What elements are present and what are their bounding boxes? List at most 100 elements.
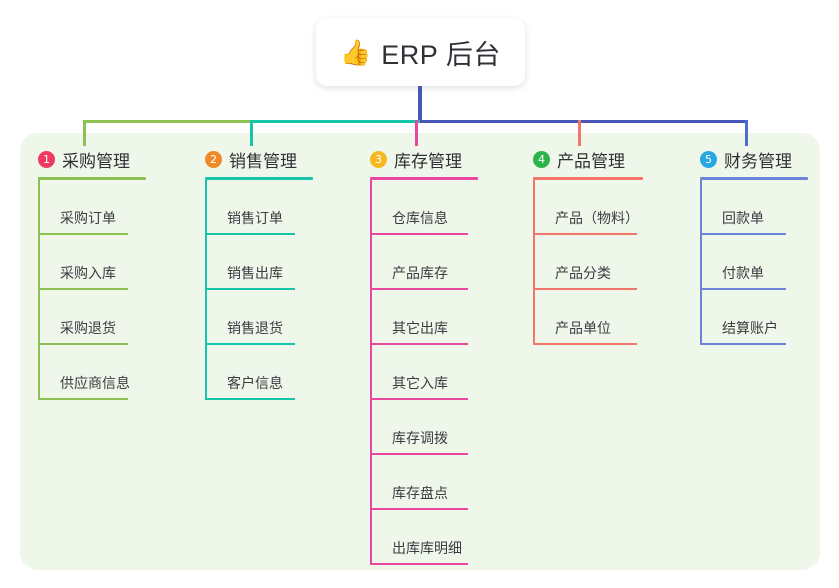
- branch-item-list: 采购订单采购入库采购退货供应商信息: [38, 180, 146, 400]
- branch-item-underline: [205, 343, 295, 345]
- branch-item-label: 产品库存: [392, 265, 448, 281]
- drop-connector-4: [578, 120, 581, 146]
- trunk-segment-1: [83, 120, 250, 123]
- branch-item[interactable]: 付款单: [700, 235, 808, 290]
- branch-item-list: 产品（物料） 产品分类产品单位: [533, 180, 643, 345]
- branch-item-underline: [533, 343, 637, 345]
- branch-item-underline: [700, 343, 786, 345]
- branch-header-underline: [370, 177, 478, 180]
- branch-spine: [205, 180, 207, 400]
- branch-item[interactable]: 其它出库: [370, 290, 478, 345]
- branch-item[interactable]: 客户信息: [205, 345, 313, 400]
- branch-item-underline: [700, 288, 786, 290]
- branch-item-list: 回款单付款单结算账户: [700, 180, 808, 345]
- branch-header-underline: [205, 177, 313, 180]
- branch-item-underline: [205, 398, 295, 400]
- branch-item-label: 产品分类: [555, 265, 611, 281]
- branch-item-underline: [370, 563, 468, 565]
- branch-item[interactable]: 结算账户: [700, 290, 808, 345]
- branch-item-underline: [205, 233, 295, 235]
- branch-title: 销售管理: [229, 151, 297, 171]
- branch-header-2[interactable]: 2 销售管理: [205, 146, 313, 172]
- branch-title: 产品管理: [557, 151, 625, 171]
- branch-header-4[interactable]: 4 产品管理: [533, 146, 643, 172]
- branch-item-label: 结算账户: [722, 320, 778, 336]
- branch-spine: [370, 180, 372, 565]
- branch-item-label: 采购订单: [60, 210, 116, 226]
- branch-header-underline: [700, 177, 808, 180]
- trunk-segment-2: [250, 120, 420, 123]
- branch-item-underline: [38, 233, 128, 235]
- branch-column-5: 5 财务管理回款单付款单结算账户: [700, 146, 808, 345]
- branch-item-label: 销售出库: [227, 265, 283, 281]
- branch-number-badge: 3: [370, 150, 387, 168]
- branch-item-underline: [205, 288, 295, 290]
- drop-connector-5: [745, 120, 748, 146]
- branch-item-label: 供应商信息: [60, 375, 130, 391]
- branch-item[interactable]: 库存调拨: [370, 400, 478, 455]
- branch-item-underline: [533, 288, 637, 290]
- branch-item-underline: [700, 233, 786, 235]
- branch-item[interactable]: 产品分类: [533, 235, 643, 290]
- branch-spine: [533, 180, 535, 345]
- branch-item-label: 销售退货: [227, 320, 283, 336]
- branch-item[interactable]: 采购订单: [38, 180, 146, 235]
- drop-connector-1: [83, 120, 86, 146]
- branch-item[interactable]: 库存盘点: [370, 455, 478, 510]
- branch-item-underline: [370, 398, 468, 400]
- branch-number-badge: 1: [38, 150, 55, 168]
- branch-item-label: 其它入库: [392, 375, 448, 391]
- branch-item[interactable]: 其它入库: [370, 345, 478, 400]
- branch-item-label: 采购退货: [60, 320, 116, 336]
- branch-item[interactable]: 销售订单: [205, 180, 313, 235]
- branch-item[interactable]: 仓库信息: [370, 180, 478, 235]
- branch-item-underline: [38, 398, 128, 400]
- branch-number-badge: 5: [700, 150, 717, 168]
- branch-item-label: 客户信息: [227, 375, 283, 391]
- branch-item-label: 产品单位: [555, 320, 611, 336]
- branches-panel: [20, 133, 820, 570]
- root-stem: [418, 86, 422, 123]
- branch-item-list: 仓库信息产品库存其它出库其它入库库存调拨库存盘点出库库明细: [370, 180, 478, 565]
- branch-spine: [700, 180, 702, 345]
- branch-item[interactable]: 采购退货: [38, 290, 146, 345]
- thumbs-up-icon: 👍: [340, 37, 372, 67]
- branch-item-label: 出库库明细: [392, 540, 462, 556]
- branch-item-label: 付款单: [722, 265, 764, 281]
- branch-number-badge: 2: [205, 150, 222, 168]
- branch-item-label: 回款单: [722, 210, 764, 226]
- branch-title: 采购管理: [62, 151, 130, 171]
- page-title: ERP 后台: [381, 39, 501, 70]
- branch-item[interactable]: 出库库明细: [370, 510, 478, 565]
- branch-item-list: 销售订单销售出库销售退货客户信息: [205, 180, 313, 400]
- root-node-card[interactable]: 👍 ERP 后台: [316, 18, 525, 86]
- branch-column-2: 2 销售管理销售订单销售出库销售退货客户信息: [205, 146, 313, 400]
- branch-item-label: 产品（物料）: [555, 210, 639, 226]
- branch-header-underline: [38, 177, 146, 180]
- branch-item-label: 采购入库: [60, 265, 116, 281]
- branch-title: 财务管理: [724, 151, 792, 171]
- branch-item[interactable]: 产品单位: [533, 290, 643, 345]
- branch-item[interactable]: 销售出库: [205, 235, 313, 290]
- branch-item[interactable]: 采购入库: [38, 235, 146, 290]
- branch-item[interactable]: 回款单: [700, 180, 808, 235]
- branch-item-label: 库存盘点: [392, 485, 448, 501]
- branch-header-5[interactable]: 5 财务管理: [700, 146, 808, 172]
- drop-connector-3: [415, 120, 418, 146]
- branch-item[interactable]: 产品库存: [370, 235, 478, 290]
- branch-item-underline: [370, 288, 468, 290]
- branch-header-1[interactable]: 1 采购管理: [38, 146, 146, 172]
- branch-spine: [38, 180, 40, 400]
- branch-item-label: 其它出库: [392, 320, 448, 336]
- branch-item-label: 销售订单: [227, 210, 283, 226]
- branch-item[interactable]: 产品（物料）: [533, 180, 643, 235]
- trunk-segment-3: [420, 120, 748, 123]
- branch-column-4: 4 产品管理产品（物料） 产品分类产品单位: [533, 146, 643, 345]
- branch-item-underline: [533, 233, 637, 235]
- branch-item[interactable]: 供应商信息: [38, 345, 146, 400]
- branch-number-badge: 4: [533, 150, 550, 168]
- branch-item[interactable]: 销售退货: [205, 290, 313, 345]
